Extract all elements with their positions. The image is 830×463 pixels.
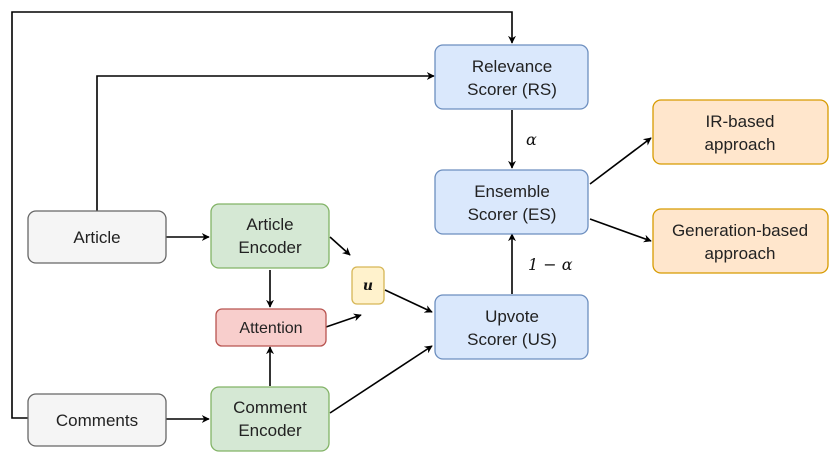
comment-encoder-node: Comment Encoder — [210, 386, 330, 452]
relevance-scorer-line2: Scorer (RS) — [467, 80, 557, 99]
edges — [11, 11, 652, 423]
u-box — [351, 266, 385, 305]
upvote-scorer-line2: Scorer (US) — [467, 330, 557, 349]
relevance-scorer-box — [434, 44, 589, 110]
edge-comments-to-relevance — [11, 11, 516, 419]
relevance-scorer-node: Relevance Scorer (RS) — [434, 44, 589, 110]
attention-node: Attention — [215, 308, 327, 347]
generation-approach-node: Generation-based approach — [652, 208, 829, 274]
alpha-label: α — [526, 130, 537, 149]
upvote-scorer-box — [434, 294, 589, 360]
ir-approach-line1: IR-based — [706, 112, 775, 131]
generation-approach-line2: approach — [705, 244, 776, 263]
ir-approach-line2: approach — [705, 135, 776, 154]
attention-box — [215, 308, 327, 347]
article-encoder-line2: Encoder — [238, 238, 302, 257]
comment-encoder-line1: Comment — [233, 398, 307, 417]
comments-label: Comments — [56, 411, 138, 430]
comments-box — [27, 393, 167, 447]
article-encoder-line1: Article — [246, 215, 293, 234]
ensemble-scorer-box — [434, 169, 589, 235]
article-node: Article — [27, 210, 167, 264]
edge-article-encoder-to-u — [329, 236, 351, 256]
edge-ensemble-to-ir — [589, 137, 652, 185]
u-label: u — [363, 278, 373, 294]
article-encoder-node: Article Encoder — [210, 203, 330, 269]
edge-article-to-relevance — [96, 72, 435, 211]
one-minus-alpha-label: 1 − α — [528, 255, 573, 274]
edge-ensemble-to-generation — [589, 218, 652, 243]
article-encoder-box — [210, 203, 330, 269]
relevance-scorer-line1: Relevance — [472, 57, 552, 76]
edge-attention-to-u — [325, 313, 362, 328]
comments-node: Comments — [27, 393, 167, 447]
ensemble-scorer-line2: Scorer (ES) — [468, 205, 557, 224]
ir-approach-box — [652, 99, 829, 165]
ensemble-scorer-node: Ensemble Scorer (ES) — [434, 169, 589, 235]
edge-u-to-upvote — [384, 289, 433, 313]
generation-approach-box — [652, 208, 829, 274]
comment-encoder-line2: Encoder — [238, 421, 302, 440]
upvote-scorer-node: Upvote Scorer (US) — [434, 294, 589, 360]
attention-label: Attention — [239, 320, 302, 337]
comment-encoder-box — [210, 386, 330, 452]
article-box — [27, 210, 167, 264]
ensemble-scorer-line1: Ensemble — [474, 182, 550, 201]
ir-approach-node: IR-based approach — [652, 99, 829, 165]
article-label: Article — [73, 228, 120, 247]
upvote-scorer-line1: Upvote — [485, 307, 539, 326]
generation-approach-line1: Generation-based — [672, 221, 808, 240]
u-node: u — [351, 266, 385, 305]
edge-comment-encoder-to-upvote — [329, 345, 433, 414]
